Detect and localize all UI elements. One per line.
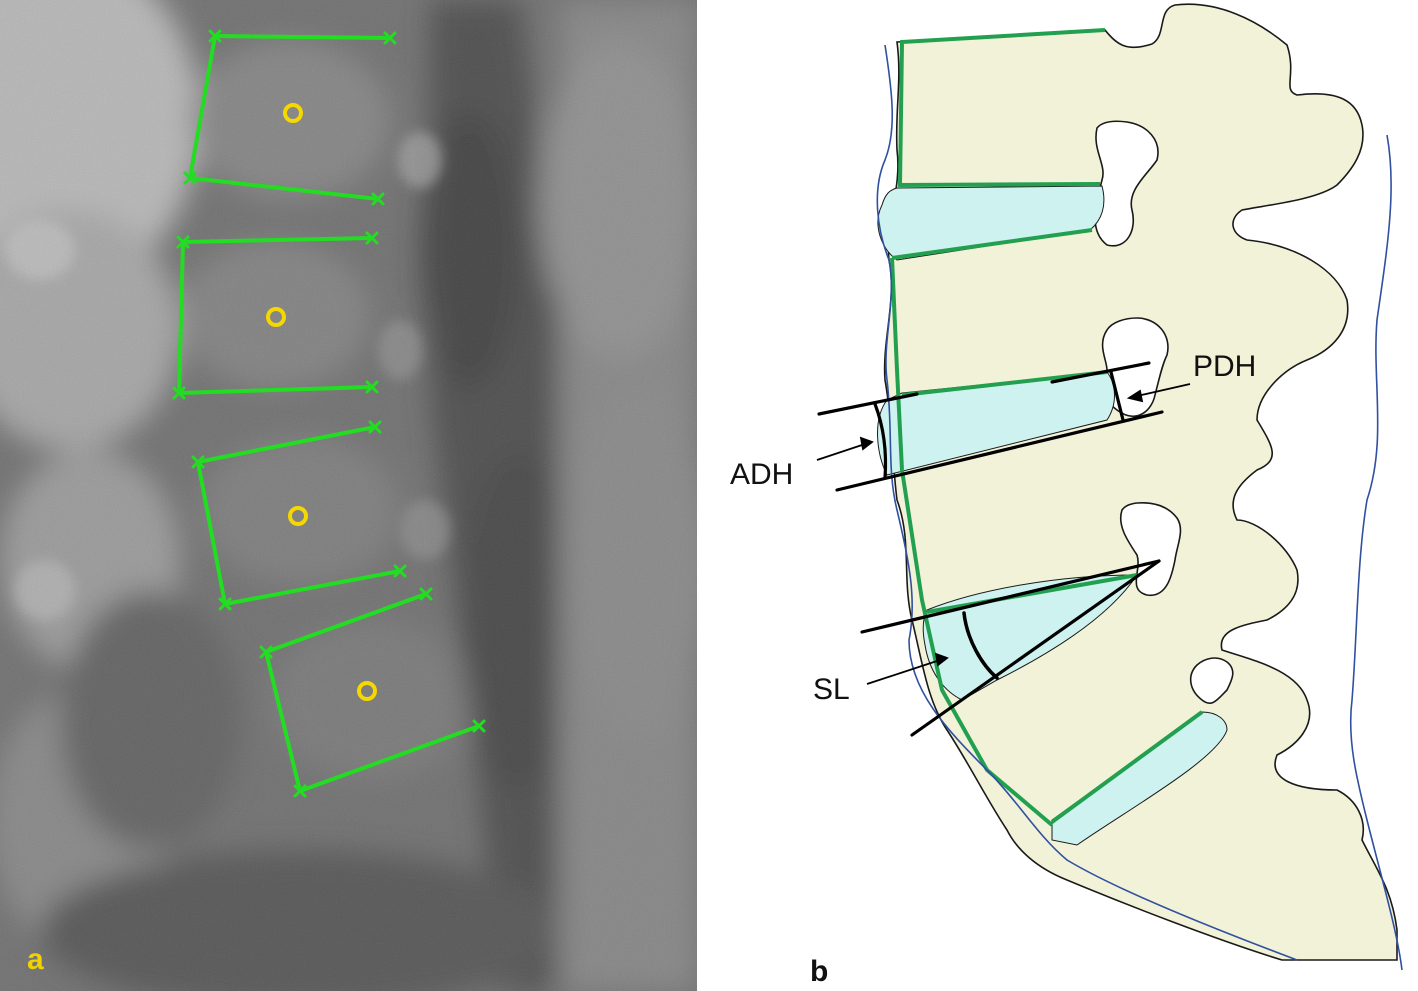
endplate-line-2-upper [891, 228, 1093, 260]
measurement-lines [817, 361, 1164, 737]
panel-letter-a: a [27, 943, 44, 976]
endpoint-marker [472, 719, 486, 733]
sl-label: SL [813, 673, 850, 706]
facet-opening-4 [1189, 657, 1234, 705]
spinal-outlines [876, 44, 1403, 971]
adh-bracket [873, 402, 888, 480]
radiograph-svg [0, 0, 697, 991]
endplate-line-2-lower [901, 370, 1108, 397]
sl-lower-line [910, 559, 1161, 737]
anterior-ligament-outline [876, 44, 1298, 961]
endpoint-marker [393, 564, 407, 578]
endpoint-marker [419, 587, 433, 601]
endpoint-marker [365, 231, 379, 245]
upper-endplate-parallel [817, 392, 919, 416]
endplate-line-3 [926, 573, 1138, 614]
centroid-vertebra-2 [266, 307, 286, 327]
sl-arrowhead [934, 652, 949, 667]
adh-label: ADH [730, 458, 794, 491]
facet-opening-1 [1094, 120, 1159, 247]
centroid-vertebra-1 [283, 103, 303, 123]
upper-endplate-parallel-post [1050, 361, 1151, 384]
anterior-body-line [897, 28, 1106, 188]
facet-opening-3 [1119, 502, 1182, 596]
endpoint-marker [259, 645, 273, 659]
endpoint-markers [172, 29, 486, 798]
vertebra-4-contour [264, 592, 480, 793]
pdh-bracket [1109, 370, 1125, 422]
pdh-label: PDH [1193, 350, 1257, 383]
endpoint-marker [383, 31, 397, 45]
schematic-panel: PDH ADH SL b [697, 0, 1418, 991]
adh-arrow [816, 443, 866, 461]
disc-3 [922, 574, 1138, 701]
endpoint-marker [368, 420, 382, 434]
adh-arrowhead [859, 436, 874, 451]
sl-upper-line [860, 559, 1161, 634]
xray-image [0, 0, 697, 991]
spine-silhouette [883, 3, 1398, 961]
endplate-line-4 [1050, 710, 1204, 824]
endpoint-marker [176, 235, 190, 249]
endpoint-marker [293, 784, 307, 798]
radiograph-panel: a [0, 0, 697, 991]
intervertebral-discs [877, 185, 1228, 846]
sl-arrow [866, 659, 941, 685]
endpoint-marker [371, 192, 385, 206]
sl-angle-arc [962, 611, 999, 680]
endpoint-marker [191, 455, 205, 469]
pdh-arrowhead [1126, 389, 1144, 403]
lower-endplate-parallel [835, 410, 1164, 492]
endpoint-marker [365, 380, 379, 394]
vertebra-1-contour [188, 34, 391, 201]
endpoint-marker [218, 597, 232, 611]
disc-4 [1051, 711, 1228, 846]
vertebra-2-contour [177, 236, 373, 395]
endpoint-marker [183, 171, 197, 185]
leader-arrows [816, 383, 1191, 685]
panel-letter-b: b [810, 955, 829, 988]
vertebra-3-contour [196, 425, 401, 606]
vertebral-contour-lines [177, 34, 480, 793]
endpoint-marker [172, 386, 186, 400]
centroid-markers [266, 103, 377, 701]
schematic-svg [816, 3, 1403, 971]
posterior-ligament-outline [1349, 134, 1403, 971]
centroid-vertebra-3 [288, 506, 308, 526]
pdh-arrow [1136, 383, 1191, 397]
endpoint-marker [208, 29, 222, 43]
centroid-vertebra-4 [357, 681, 377, 701]
